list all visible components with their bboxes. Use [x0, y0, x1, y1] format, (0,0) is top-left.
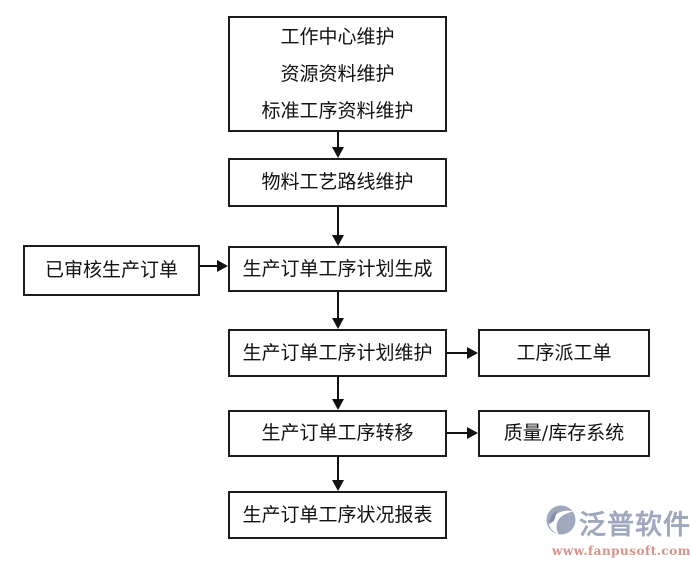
node-dispatch-label: 工序派工单 [516, 341, 612, 364]
arrow-plan-maintain-to-transfer-line [337, 377, 339, 399]
arrow-transfer-to-status-report-line [337, 457, 339, 480]
node-approved-order-label: 已审核生产订单 [44, 259, 178, 282]
arrow-routing-to-plan-generate-head [332, 235, 344, 246]
arrow-plan-maintain-to-dispatch-line [447, 352, 467, 354]
node-quality-inventory: 质量/库存系统 [478, 410, 650, 457]
arrow-approved-order-to-plan-generate-line [200, 265, 217, 267]
arrow-master-to-routing-line [337, 132, 339, 147]
arrow-routing-to-plan-generate-line [337, 207, 339, 235]
node-master-data-line3: 标准工序资料维护 [261, 99, 414, 122]
arrow-transfer-to-quality-inventory-line [447, 432, 467, 434]
arrow-plan-generate-to-plan-maintain-line [337, 292, 339, 318]
logo-brand-text: 泛普软件 [579, 509, 691, 541]
arrow-master-to-routing-head [332, 147, 344, 158]
arrow-transfer-to-quality-inventory-head [467, 427, 478, 439]
node-routing-label: 物料工艺路线维护 [261, 171, 414, 194]
node-status-report: 生产订单工序状况报表 [228, 491, 447, 539]
arrow-plan-generate-to-plan-maintain-head [332, 318, 344, 329]
node-transfer-label: 生产订单工序转移 [261, 422, 414, 445]
node-dispatch: 工序派工单 [478, 329, 650, 377]
node-status-report-label: 生产订单工序状况报表 [242, 503, 433, 526]
logo-url-text: www.fanpusoft.com [552, 544, 691, 558]
node-plan-generate-label: 生产订单工序计划生成 [242, 257, 433, 280]
fanpusoft-logo-icon [545, 504, 577, 540]
node-approved-order: 已审核生产订单 [23, 245, 200, 296]
arrow-plan-maintain-to-dispatch-head [467, 347, 478, 359]
node-quality-inventory-label: 质量/库存系统 [503, 422, 625, 445]
node-plan-maintain: 生产订单工序计划维护 [228, 329, 447, 377]
arrow-approved-order-to-plan-generate-head [217, 260, 228, 272]
arrow-plan-maintain-to-transfer-head [332, 399, 344, 410]
node-master-data: 工作中心维护 资源资料维护 标准工序资料维护 [228, 16, 447, 132]
node-routing: 物料工艺路线维护 [228, 158, 447, 207]
node-transfer: 生产订单工序转移 [228, 410, 447, 457]
node-plan-maintain-label: 生产订单工序计划维护 [242, 341, 433, 364]
fanpusoft-logo: 泛普软件 www.fanpusoft.com [546, 501, 691, 559]
node-plan-generate: 生产订单工序计划生成 [228, 246, 447, 292]
logo-row: 泛普软件 [546, 501, 691, 543]
node-master-data-line2: 资源资料维护 [280, 62, 395, 85]
arrow-transfer-to-status-report-head [332, 480, 344, 491]
node-master-data-line1: 工作中心维护 [280, 25, 395, 48]
